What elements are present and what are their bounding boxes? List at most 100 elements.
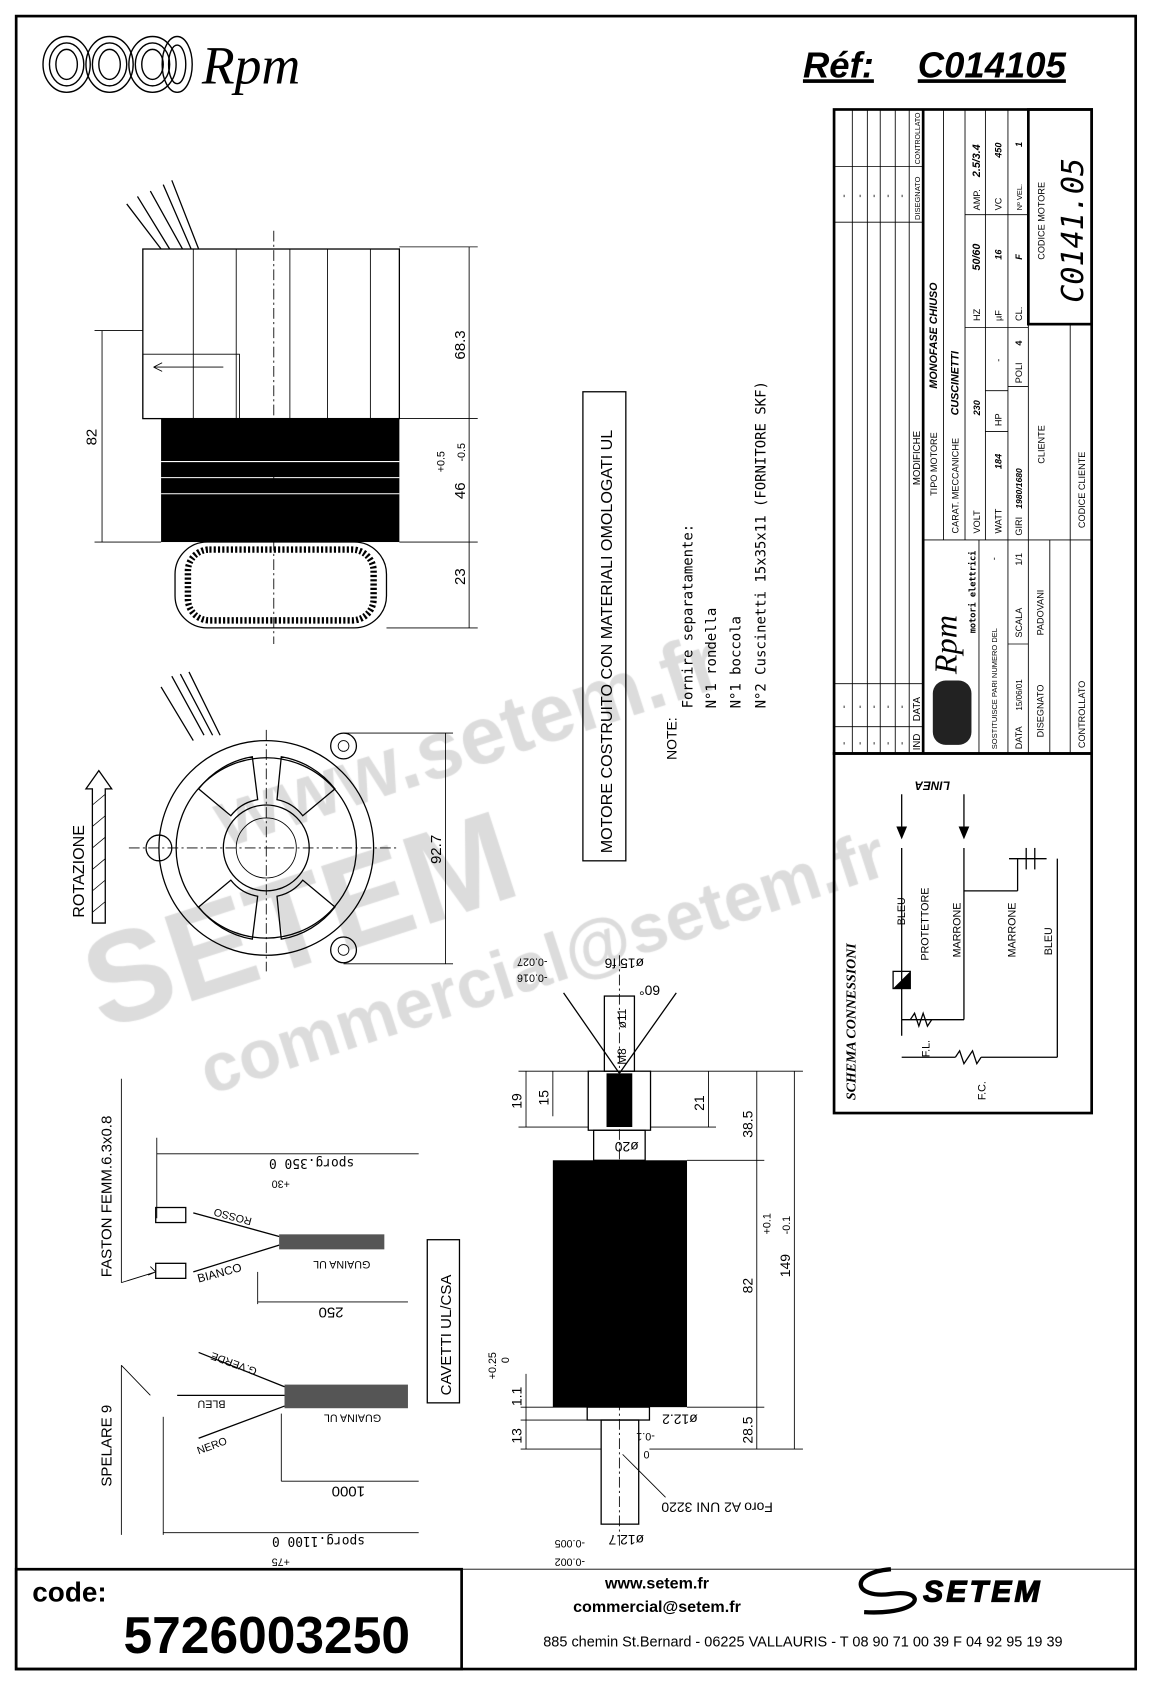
len-1000: 1000: [332, 1483, 365, 1500]
ul-box-text: MOTORE COSTRUITO CON MATERIALI OMOLOGATI…: [598, 430, 616, 854]
brand-name: Rpm: [201, 36, 300, 96]
dim-cap: 23: [452, 568, 469, 585]
dim-11-minus: 0: [500, 1357, 512, 1363]
codice-motore-label: CODICE MOTORE: [1036, 182, 1046, 260]
cliente-label: CLIENTE: [1036, 425, 1046, 463]
dim-149-minus: -0.1: [781, 1216, 793, 1235]
note-line: N°2 Cuscinetti 15x35x11 (FORNITORE SKF): [753, 381, 769, 708]
carat-value: CUSCINETTI: [950, 350, 962, 415]
vc-label: VC: [994, 197, 1004, 210]
dim-21: 21: [691, 1095, 707, 1111]
footer-website[interactable]: www.setem.fr: [604, 1575, 710, 1593]
modifiche-disegnato: -: [883, 194, 894, 197]
tipo-motore-value: MONOFASE CHIUSO: [928, 282, 940, 389]
modifiche-ind: -: [855, 742, 866, 745]
modifiche-ind: -: [897, 742, 908, 745]
wire-label: MARRONE: [1006, 903, 1018, 958]
modifiche-disegnato: -: [869, 194, 880, 197]
dim-11: 1.1: [509, 1386, 525, 1406]
modifiche-ind: -: [883, 742, 894, 745]
poli-value: 4: [1014, 340, 1024, 346]
cl-value: F: [1014, 254, 1024, 260]
footer-address: 885 chemin St.Bernard - 06225 VALLAURIS …: [543, 1635, 1062, 1651]
shaft-d122-tol: 0: [643, 1448, 649, 1460]
ind-header: IND: [912, 734, 923, 751]
dim-13: 13: [509, 1428, 525, 1444]
dim-11-plus: +0.25: [487, 1352, 499, 1379]
footer-email[interactable]: commercial@setem.fr: [573, 1598, 742, 1616]
dim-diameter: 92.7: [428, 835, 445, 864]
shaft-d122: ø12.2: [662, 1412, 698, 1428]
hp-label: HP: [994, 413, 1004, 426]
shaft-d15: ø15 f6: [604, 955, 644, 971]
note-label: NOTE:: [663, 717, 679, 760]
disegnato-header: DISEGNATO: [913, 176, 922, 220]
connection-schema: SCHEMA CONNESSIONI LINEA BLEU PROTETTORE…: [832, 752, 1094, 1115]
coil-rings-icon: [42, 35, 193, 94]
scala-label: SCALA: [1014, 607, 1024, 638]
sostituisce-value: -: [989, 557, 999, 560]
dim-149: 149: [777, 1254, 793, 1278]
dim-149-plus: +0.1: [762, 1213, 774, 1234]
modifiche-header: MODIFICHE: [912, 430, 923, 485]
date-label: DATA: [1014, 725, 1024, 749]
shaft-d20: ø20: [614, 1139, 638, 1155]
date-value: 15/06/01: [1015, 679, 1024, 711]
dim-82: 82: [739, 1278, 755, 1294]
shaft-d15-tol: -0.027: [517, 955, 547, 967]
rotation-arrow-icon: [84, 769, 113, 924]
wire-label: BLEU: [896, 897, 908, 925]
modifiche-ind: -: [839, 742, 850, 745]
modifiche-disegnato: -: [897, 194, 908, 197]
controllato-label: CONTROLLATO: [1077, 681, 1087, 749]
schema-title: SCHEMA CONNESSIONI: [845, 943, 860, 1100]
setem-swirl-icon: [858, 1567, 917, 1615]
len-250: 250: [318, 1303, 343, 1320]
shaft-thread: M8: [615, 1048, 629, 1065]
modifiche-data: -: [855, 705, 866, 708]
carat-label: CARAT. MECCANICHE: [951, 438, 961, 533]
modifiche-data: -: [839, 705, 850, 708]
rotation-label: ROTAZIONE: [70, 825, 88, 918]
fl-label: F.L.: [921, 1040, 933, 1057]
dim-total-height: 82: [84, 429, 101, 446]
modifiche-disegnato: -: [839, 194, 850, 197]
modifiche-data: -: [869, 705, 880, 708]
uf-label: µF: [994, 310, 1004, 321]
reference-code: C014105: [918, 44, 1067, 85]
volt-value: 230: [972, 400, 982, 416]
wire-label: BLEU: [1043, 927, 1055, 955]
motor-front-view: 92.7 ROTAZIONE: [70, 671, 454, 972]
controllato-header: CONTROLLATO: [915, 112, 922, 164]
hz-value: 50/60: [971, 244, 983, 271]
watt-value: 184: [994, 454, 1004, 469]
guaina-2: GUAINA UL: [324, 1412, 381, 1424]
code-value: 5726003250: [124, 1606, 411, 1664]
wire-bleu: BLEU: [197, 1398, 225, 1410]
reference-label: Réf:: [803, 44, 874, 85]
codice-motore-value: C0141.05: [1056, 158, 1091, 303]
dim-28: 28.5: [739, 1416, 755, 1443]
note-line: Fornire separatamente:: [680, 524, 696, 709]
cavetti-box: [426, 1239, 461, 1404]
vel-value: 1: [1014, 142, 1024, 147]
wire-verde: G.VERDE: [209, 1349, 258, 1377]
notes: MOTORE COSTRUITO CON MATERIALI OMOLOGATI…: [582, 381, 769, 862]
setem-logo-text: SETEM: [923, 1575, 1043, 1608]
dim-19: 19: [509, 1093, 525, 1109]
disegnato-value: PADOVANI: [1035, 590, 1045, 636]
code-label: code:: [32, 1576, 106, 1607]
modifiche-ind: -: [869, 742, 880, 745]
giri-label: GIRI: [1014, 517, 1024, 536]
note-line: N°1 boccola: [729, 616, 745, 708]
sporg-1100-tol: +75: [272, 1555, 290, 1567]
wire-nero: NERO: [196, 1435, 229, 1457]
codice-cliente-label: CODICE CLIENTE: [1077, 452, 1087, 528]
fc-label: F.C.: [976, 1081, 988, 1100]
shaft-d127-tol: -0.005: [555, 1537, 585, 1549]
wire-label: PROTETTORE: [920, 888, 932, 961]
giri-value: 1980/1680: [1014, 468, 1024, 509]
title-block: - - - - - - - - - - - - - - - IND DATA M…: [832, 108, 1094, 755]
modifiche-data: -: [883, 705, 894, 708]
